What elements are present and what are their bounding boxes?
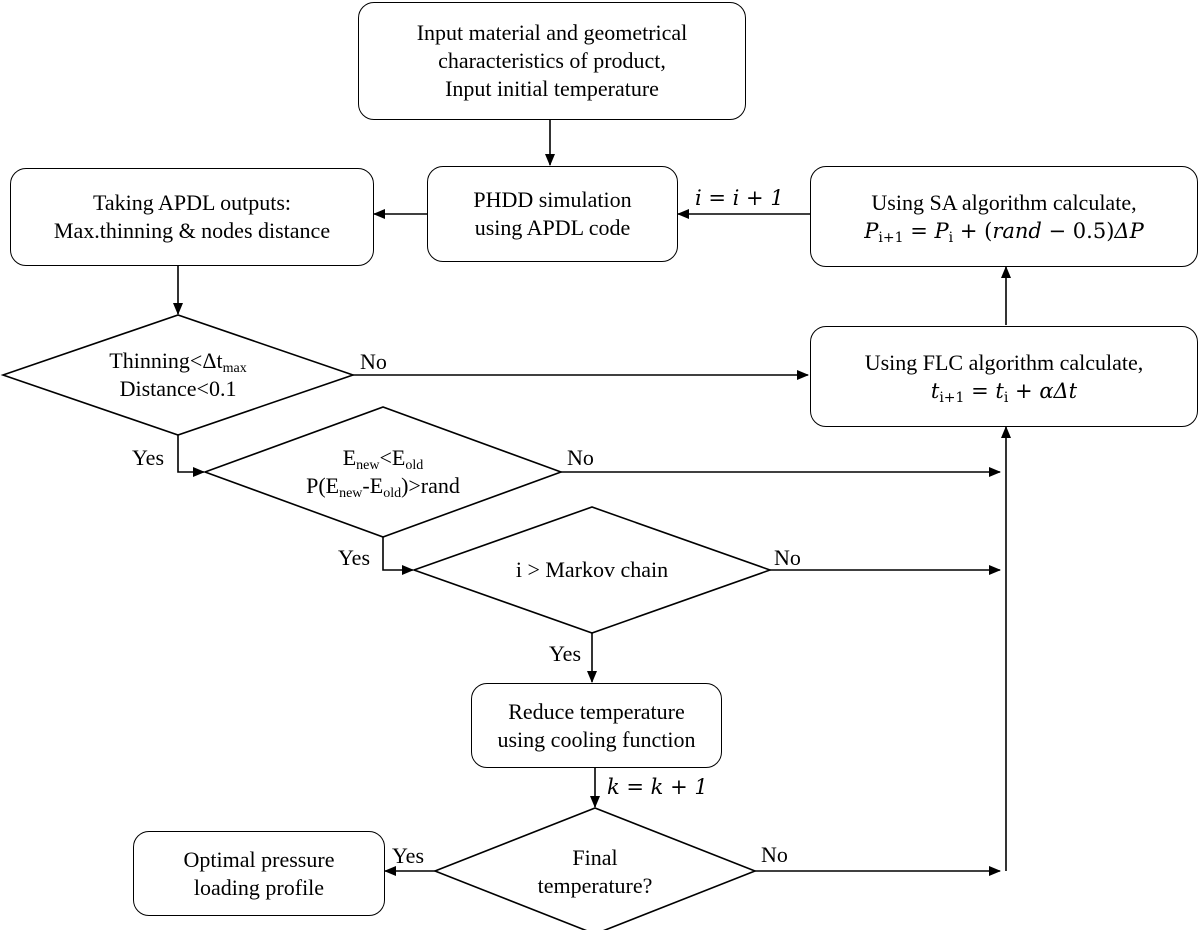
edge-label-i-increment: i = i + 1 <box>695 186 784 210</box>
node-input-line3: Input initial temperature <box>445 76 659 101</box>
node-flc-line1: Using FLC algorithm calculate, <box>864 349 1144 375</box>
decision-final-line1: Final <box>572 845 618 870</box>
node-sa-line1: Using SA algorithm calculate, <box>871 189 1137 215</box>
node-apdl-line2: Max.thinning & nodes distance <box>53 218 331 243</box>
node-phdd-line2: using APDL code <box>474 215 631 240</box>
node-optimal-line1: Optimal pressure <box>183 846 335 872</box>
edge-label-markov-yes: Yes <box>549 641 582 666</box>
node-sa-formula: Pi+1 = Pi + (rand − 0.5)ΔP <box>864 218 1144 246</box>
decision-thinning-line1: Thinning<Δtmax <box>109 348 247 376</box>
node-optimal-profile: Optimal pressure loading profile <box>133 831 385 916</box>
node-flc-algorithm: Using FLC algorithm calculate, ti+1 = ti… <box>810 326 1198 427</box>
decision-energy-line2: P(Enew-Eold)>rand <box>306 473 460 501</box>
decision-final-temp-text: Final temperature? <box>495 842 695 902</box>
edge-label-energy-yes: Yes <box>338 545 371 570</box>
decision-markov-line: i > Markov chain <box>515 557 669 582</box>
node-input-line2: characteristics of product, <box>438 48 666 73</box>
node-sa-algorithm: Using SA algorithm calculate, Pi+1 = Pi … <box>810 166 1198 267</box>
edge-label-energy-no: No <box>567 445 594 470</box>
edge-label-markov-no: No <box>774 545 801 570</box>
node-apdl-outputs: Taking APDL outputs: Max.thinning & node… <box>10 168 374 266</box>
node-phdd-simulation: PHDD simulation using APDL code <box>427 166 678 262</box>
decision-thinning-line2: Distance<0.1 <box>119 376 237 401</box>
edge-label-final-yes: Yes <box>392 843 425 868</box>
node-reduce-line2: using cooling function <box>497 726 696 752</box>
arrow-thinning-yes-to-energy <box>177 435 205 477</box>
decision-final-line2: temperature? <box>537 873 653 898</box>
node-phdd-line1: PHDD simulation <box>473 187 632 212</box>
node-input-line1: Input material and geometrical <box>416 20 688 45</box>
node-reduce-temperature: Reduce temperature using cooling functio… <box>471 683 722 768</box>
edge-label-thinning-no: No <box>360 349 387 374</box>
node-optimal-line2: loading profile <box>193 874 325 900</box>
node-input-characteristics: Input material and geometrical character… <box>358 2 746 120</box>
node-flc-formula: ti+1 = ti + αΔt <box>930 378 1078 406</box>
decision-energy-line1: Enew<Eold <box>342 445 424 473</box>
decision-thinning-text: Thinning<Δtmax Distance<0.1 <box>53 343 303 407</box>
arrow-energy-yes-to-markov <box>382 537 414 575</box>
node-apdl-line1: Taking APDL outputs: <box>92 190 292 215</box>
decision-energy-text: Enew<Eold P(Enew-Eold)>rand <box>243 440 523 504</box>
edge-label-final-no: No <box>761 842 788 867</box>
decision-markov-text: i > Markov chain <box>462 552 722 588</box>
edge-label-thinning-yes: Yes <box>132 445 165 470</box>
node-reduce-line1: Reduce temperature <box>508 698 685 724</box>
edge-label-k-increment: k = k + 1 <box>607 775 708 799</box>
